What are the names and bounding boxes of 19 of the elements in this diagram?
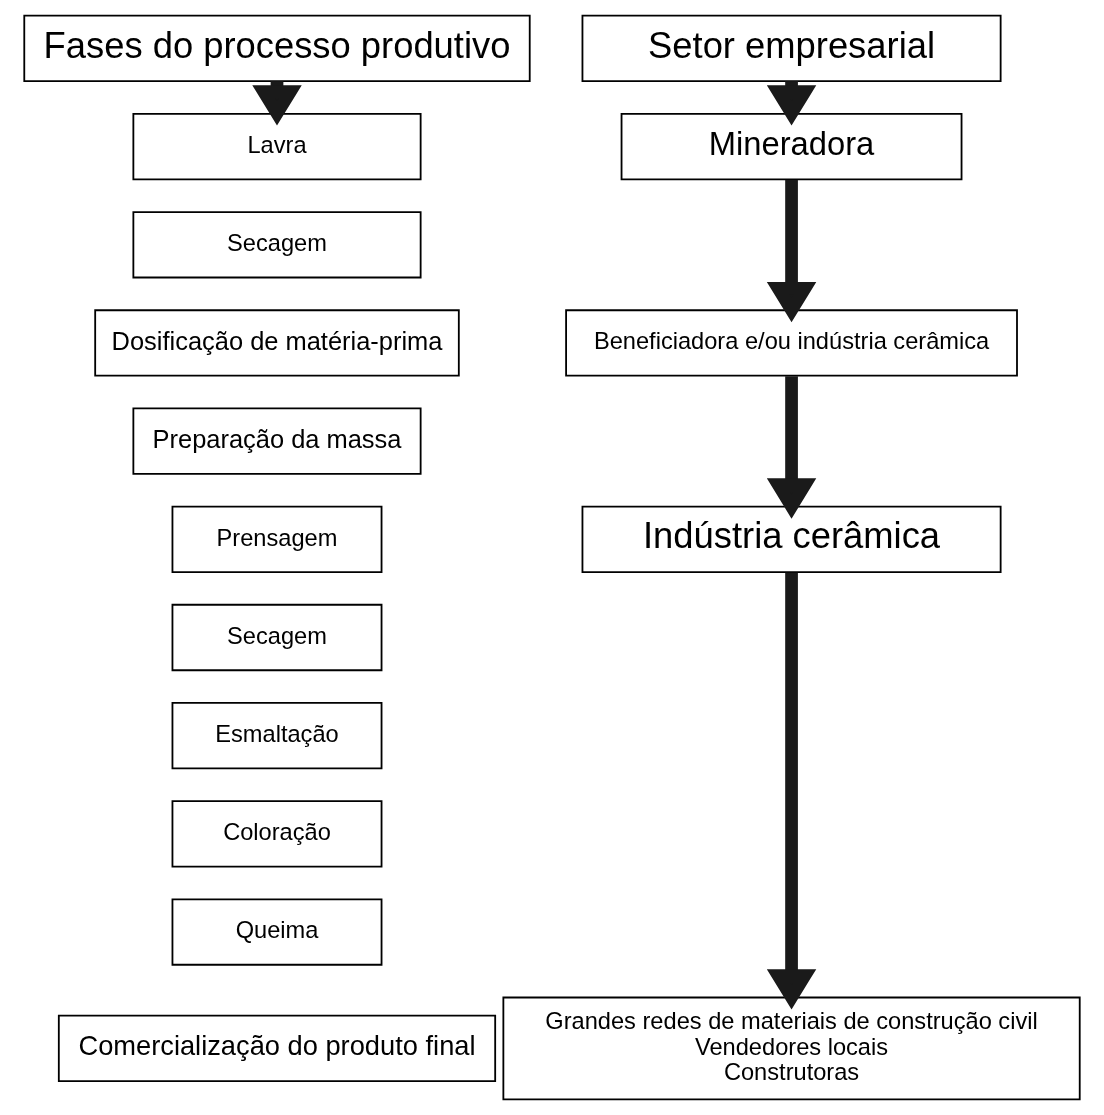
node-box: Secagem — [171, 603, 383, 672]
node-box: Beneficiadora e/ou indústria cerâmica — [565, 309, 1018, 377]
arrow — [766, 179, 817, 323]
node-box: Setor empresarial — [581, 14, 1002, 83]
arrow — [766, 572, 817, 1010]
node-box: Queima — [171, 898, 383, 966]
node-box: Fases do processo produtivo — [23, 14, 531, 83]
node-box: Comercialização do produto final — [57, 1014, 497, 1083]
node-box: Mineradora — [620, 112, 963, 181]
node-box: Preparação da massa — [132, 407, 422, 475]
node-box: Coloração — [171, 800, 383, 868]
node-box: Grandes redes de materiais de construção civil Vendedores locais Construtoras — [502, 996, 1081, 1101]
arrow — [766, 376, 817, 519]
node-box: Lavra — [132, 112, 422, 181]
node-box: Esmaltação — [171, 702, 383, 770]
node-box: Dosificação de matéria-prima — [94, 309, 460, 377]
node-box: Indústria cerâmica — [581, 505, 1002, 573]
node-box: Secagem — [132, 211, 422, 279]
node-box: Prensagem — [171, 505, 383, 573]
